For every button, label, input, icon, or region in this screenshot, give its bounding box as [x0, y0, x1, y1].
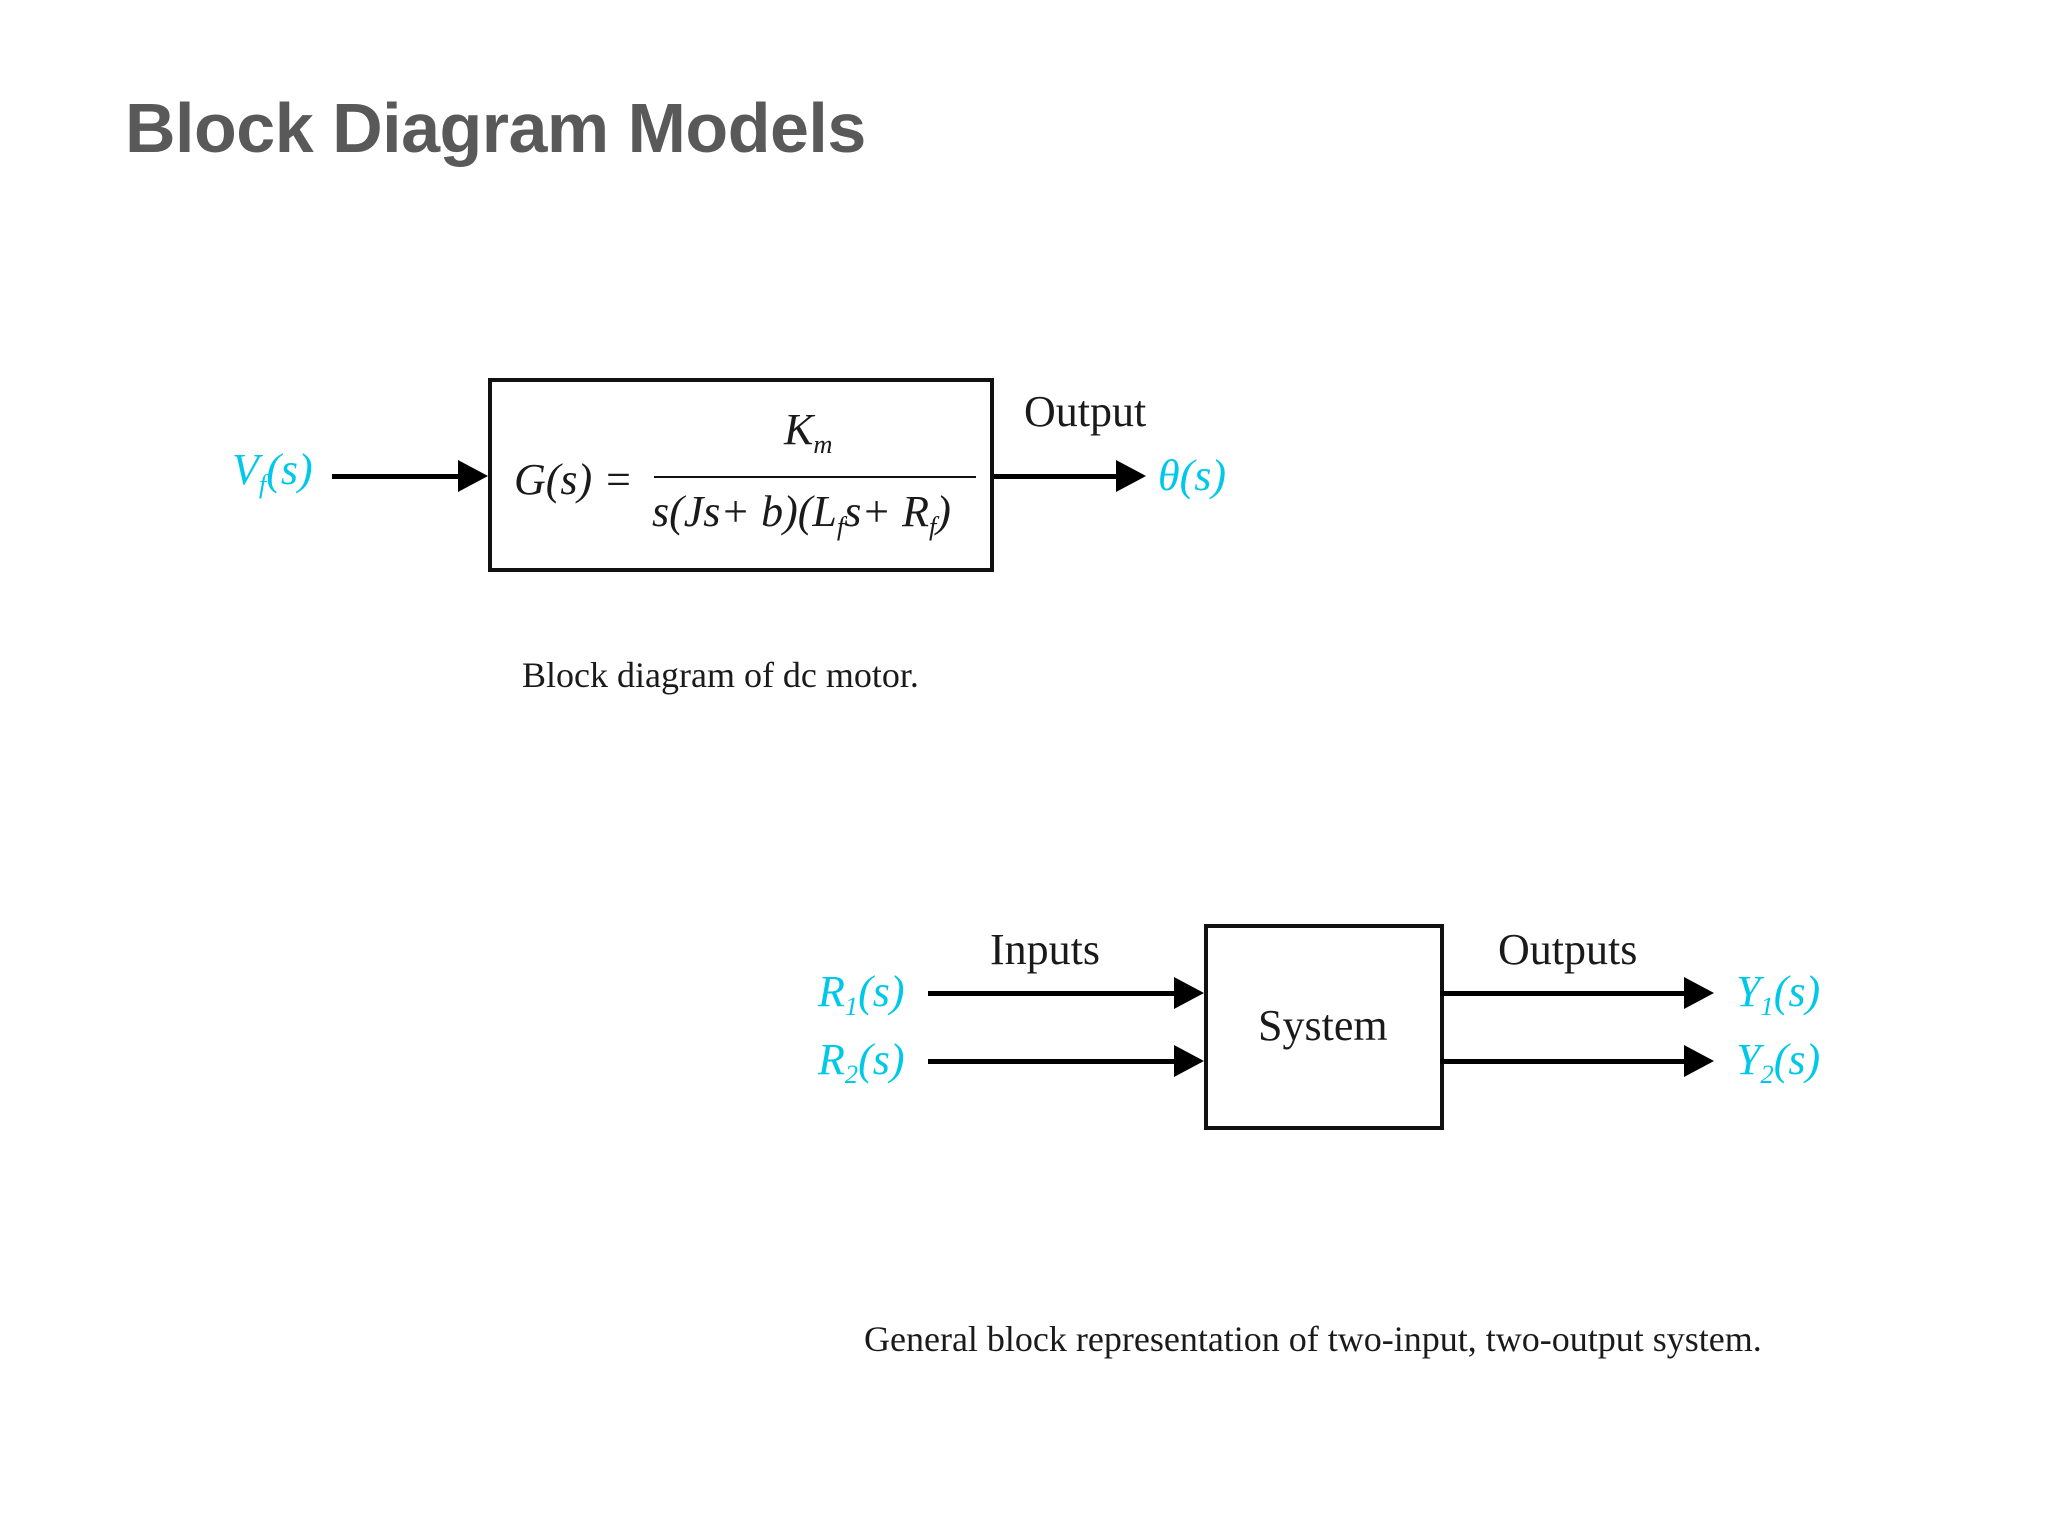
mimo-caption: General block representation of two-inpu…	[864, 1319, 1762, 1359]
output-signal-y1: Y1(s)	[1736, 967, 1821, 1022]
transfer-function-block: G(s) = Km s(Js+ b)(Lfs+ Rf)	[488, 378, 994, 572]
outputs-label: Outputs	[1498, 925, 1638, 974]
fraction-bar	[654, 476, 976, 478]
numerator: Km	[784, 405, 833, 460]
denominator: s(Js+ b)(Lfs+ Rf)	[652, 487, 951, 542]
input-signal-r1: R1(s)	[818, 967, 905, 1022]
output-arrow-y1-head	[1684, 977, 1714, 1009]
inputs-label: Inputs	[990, 925, 1100, 974]
input-arrow-r2-head	[1174, 1045, 1204, 1077]
output-arrow-head	[1116, 460, 1146, 492]
output-arrow-line	[994, 474, 1120, 479]
input-arrow-r2-line	[928, 1059, 1178, 1064]
output-arrow-y2-line	[1440, 1059, 1688, 1064]
output-signal-theta: θ(s)	[1158, 451, 1227, 500]
slide-title: Block Diagram Models	[125, 89, 866, 167]
input-arrow-r1-head	[1174, 977, 1204, 1009]
input-signal-vf: Vf(s)	[232, 445, 313, 500]
output-signal-y2: Y2(s)	[1736, 1035, 1821, 1090]
output-arrow-y1-line	[1440, 991, 1688, 996]
input-arrow-line	[332, 474, 462, 479]
system-label: System	[1258, 1001, 1388, 1050]
input-signal-r2: R2(s)	[818, 1035, 905, 1090]
system-block: System	[1204, 924, 1444, 1130]
input-arrow-head	[458, 460, 488, 492]
output-arrow-y2-head	[1684, 1045, 1714, 1077]
output-label: Output	[1024, 387, 1147, 436]
transfer-lhs: G(s) =	[514, 455, 633, 504]
dc-motor-caption: Block diagram of dc motor.	[522, 655, 919, 695]
input-arrow-r1-line	[928, 991, 1178, 996]
